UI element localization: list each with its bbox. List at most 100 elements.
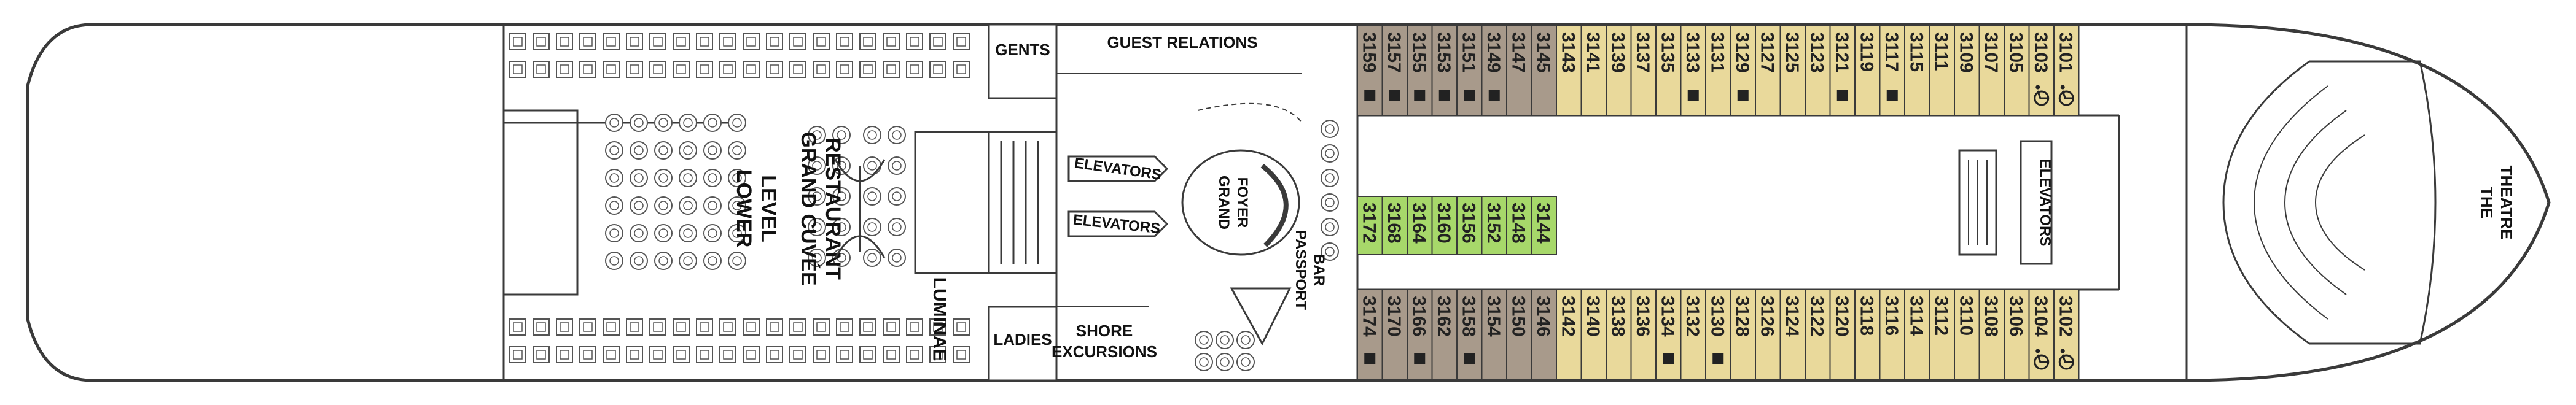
cabin-3172[interactable]: 3172	[1357, 196, 1383, 255]
elevators-upper: ELEVATORS	[1067, 155, 1169, 183]
cabin-3131[interactable]: 3131	[1705, 25, 1731, 116]
cabin-3136[interactable]: 3136	[1630, 289, 1657, 380]
connecting-square-icon	[1364, 90, 1376, 101]
cabin-3145[interactable]: 3145	[1531, 25, 1557, 116]
table	[929, 346, 946, 363]
cabin-3142[interactable]: 3142	[1556, 289, 1582, 380]
cabin-number: 3135	[1657, 32, 1677, 73]
cabin-3134[interactable]: 3134	[1655, 289, 1682, 380]
cabin-3122[interactable]: 3122	[1805, 289, 1831, 380]
cabin-3124[interactable]: 3124	[1779, 289, 1806, 380]
cabin-3129[interactable]: 3129	[1730, 25, 1756, 116]
cabin-3137[interactable]: 3137	[1630, 25, 1657, 116]
cabin-3118[interactable]: 3118	[1854, 289, 1881, 380]
table	[953, 318, 970, 336]
table	[906, 33, 923, 50]
cabin-3153[interactable]: 3153	[1431, 25, 1458, 116]
table	[813, 33, 830, 50]
table	[888, 156, 906, 175]
cabin-3125[interactable]: 3125	[1779, 25, 1806, 116]
cabin-3166[interactable]: 3166	[1407, 289, 1433, 380]
table	[719, 318, 736, 336]
cabin-3128[interactable]: 3128	[1730, 289, 1756, 380]
cabin-3102[interactable]: 3102	[2053, 289, 2080, 380]
cabin-3132[interactable]: 3132	[1680, 289, 1706, 380]
cabin-3150[interactable]: 3150	[1506, 289, 1532, 380]
cabin-3143[interactable]: 3143	[1556, 25, 1582, 116]
cabin-3104[interactable]: 3104	[2028, 289, 2055, 380]
cabin-3110[interactable]: 3110	[1954, 289, 1980, 380]
cabin-3121[interactable]: 3121	[1829, 25, 1856, 116]
cabin-3158[interactable]: 3158	[1456, 289, 1483, 380]
cabin-3138[interactable]: 3138	[1606, 289, 1632, 380]
wheelchair-icon	[2058, 85, 2074, 106]
cabin-3119[interactable]: 3119	[1854, 25, 1881, 116]
cabin-3148[interactable]: 3148	[1506, 196, 1532, 255]
cabin-3140[interactable]: 3140	[1580, 289, 1607, 380]
table	[654, 169, 673, 187]
cabin-fill	[1481, 289, 1507, 380]
cabin-3168[interactable]: 3168	[1381, 196, 1408, 255]
cabin-3133[interactable]: 3133	[1680, 25, 1706, 116]
cabin-3115[interactable]: 3115	[1904, 25, 1930, 116]
cabin-3111[interactable]: 3111	[1929, 25, 1955, 116]
cabin-3154[interactable]: 3154	[1481, 289, 1507, 380]
table	[654, 224, 673, 242]
table	[649, 61, 666, 78]
cabin-3146[interactable]: 3146	[1531, 289, 1557, 380]
cabin-3123[interactable]: 3123	[1805, 25, 1831, 116]
restaurant-staircase	[834, 159, 886, 258]
cabin-number: 3119	[1856, 32, 1876, 72]
cabin-3117[interactable]: 3117	[1879, 25, 1905, 116]
cabin-3127[interactable]: 3127	[1755, 25, 1781, 116]
cabin-3170[interactable]: 3170	[1381, 289, 1408, 380]
table	[883, 61, 900, 78]
cabin-3174[interactable]: 3174	[1357, 289, 1383, 380]
cabin-3164[interactable]: 3164	[1407, 196, 1433, 255]
cabin-3162[interactable]: 3162	[1431, 289, 1458, 380]
cabin-3107[interactable]: 3107	[1978, 25, 2005, 116]
table	[906, 346, 923, 363]
cabin-3126[interactable]: 3126	[1755, 289, 1781, 380]
cabin-3135[interactable]: 3135	[1655, 25, 1682, 116]
cabin-3160[interactable]: 3160	[1431, 196, 1458, 255]
table	[630, 141, 648, 160]
lower-level-line2: LEVEL	[757, 175, 780, 242]
connecting-square-icon	[1737, 90, 1749, 101]
cabin-number: 3115	[1906, 32, 1926, 72]
cabin-fill	[1556, 25, 1582, 116]
cabin-3152[interactable]: 3152	[1481, 196, 1507, 255]
cabin-3157[interactable]: 3157	[1381, 25, 1408, 116]
cabin-number: 3136	[1633, 296, 1653, 337]
cabin-number: 3114	[1906, 296, 1926, 336]
cabin-3106[interactable]: 3106	[2004, 289, 2030, 380]
cabin-3151[interactable]: 3151	[1456, 25, 1483, 116]
grand-foyer-line1: GRAND	[1216, 176, 1232, 230]
table	[605, 224, 623, 242]
cabin-3139[interactable]: 3139	[1606, 25, 1632, 116]
cabin-3103[interactable]: 3103	[2028, 25, 2055, 116]
cabin-3112[interactable]: 3112	[1929, 289, 1955, 380]
cabin-3155[interactable]: 3155	[1407, 25, 1433, 116]
cabin-3159[interactable]: 3159	[1357, 25, 1383, 116]
cabin-fill	[1431, 289, 1458, 380]
cabin-3120[interactable]: 3120	[1829, 289, 1856, 380]
cabin-3144[interactable]: 3144	[1531, 196, 1557, 255]
cabin-3156[interactable]: 3156	[1456, 196, 1483, 255]
table	[929, 33, 946, 50]
cabin-fill	[1580, 289, 1607, 380]
connecting-square-icon	[1488, 90, 1500, 101]
passport-line2: BAR	[1311, 254, 1327, 286]
cabin-3101[interactable]: 3101	[2053, 25, 2080, 116]
cabin-3141[interactable]: 3141	[1580, 25, 1607, 116]
cabin-number: 3126	[1757, 296, 1777, 337]
cabin-3147[interactable]: 3147	[1506, 25, 1532, 116]
cabin-3109[interactable]: 3109	[1954, 25, 1980, 116]
cabin-3149[interactable]: 3149	[1481, 25, 1507, 116]
table	[719, 61, 736, 78]
cabin-3105[interactable]: 3105	[2004, 25, 2030, 116]
cabin-3116[interactable]: 3116	[1879, 289, 1905, 380]
cabin-3114[interactable]: 3114	[1904, 289, 1930, 380]
cabin-3130[interactable]: 3130	[1705, 289, 1731, 380]
cabin-3108[interactable]: 3108	[1978, 289, 2005, 380]
